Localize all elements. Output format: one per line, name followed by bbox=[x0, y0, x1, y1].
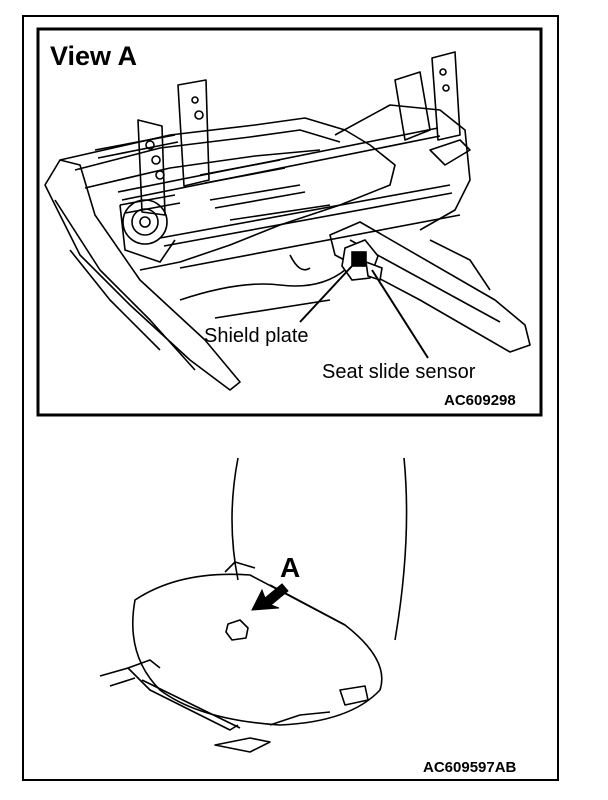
view-a-arrow-icon bbox=[251, 583, 289, 611]
leader-shield-plate bbox=[299, 265, 353, 323]
label-shield-plate: Shield plate bbox=[204, 325, 309, 347]
view-marker-label: A bbox=[280, 552, 301, 583]
seat-frame-mechanism bbox=[44, 51, 531, 391]
label-seat-slide-sensor: Seat slide sensor bbox=[322, 361, 476, 383]
detail-frame bbox=[36, 27, 543, 417]
detail-figure-code: AC609298 bbox=[444, 392, 516, 409]
leader-seat-slide-sensor bbox=[371, 269, 429, 359]
view-title: View A bbox=[50, 41, 138, 71]
outer-frame bbox=[22, 15, 559, 781]
seat-overview-drawing bbox=[99, 457, 408, 753]
overview-figure-code: AC609597AB bbox=[423, 759, 517, 776]
seat-slide-sensor-assembly bbox=[341, 239, 383, 282]
